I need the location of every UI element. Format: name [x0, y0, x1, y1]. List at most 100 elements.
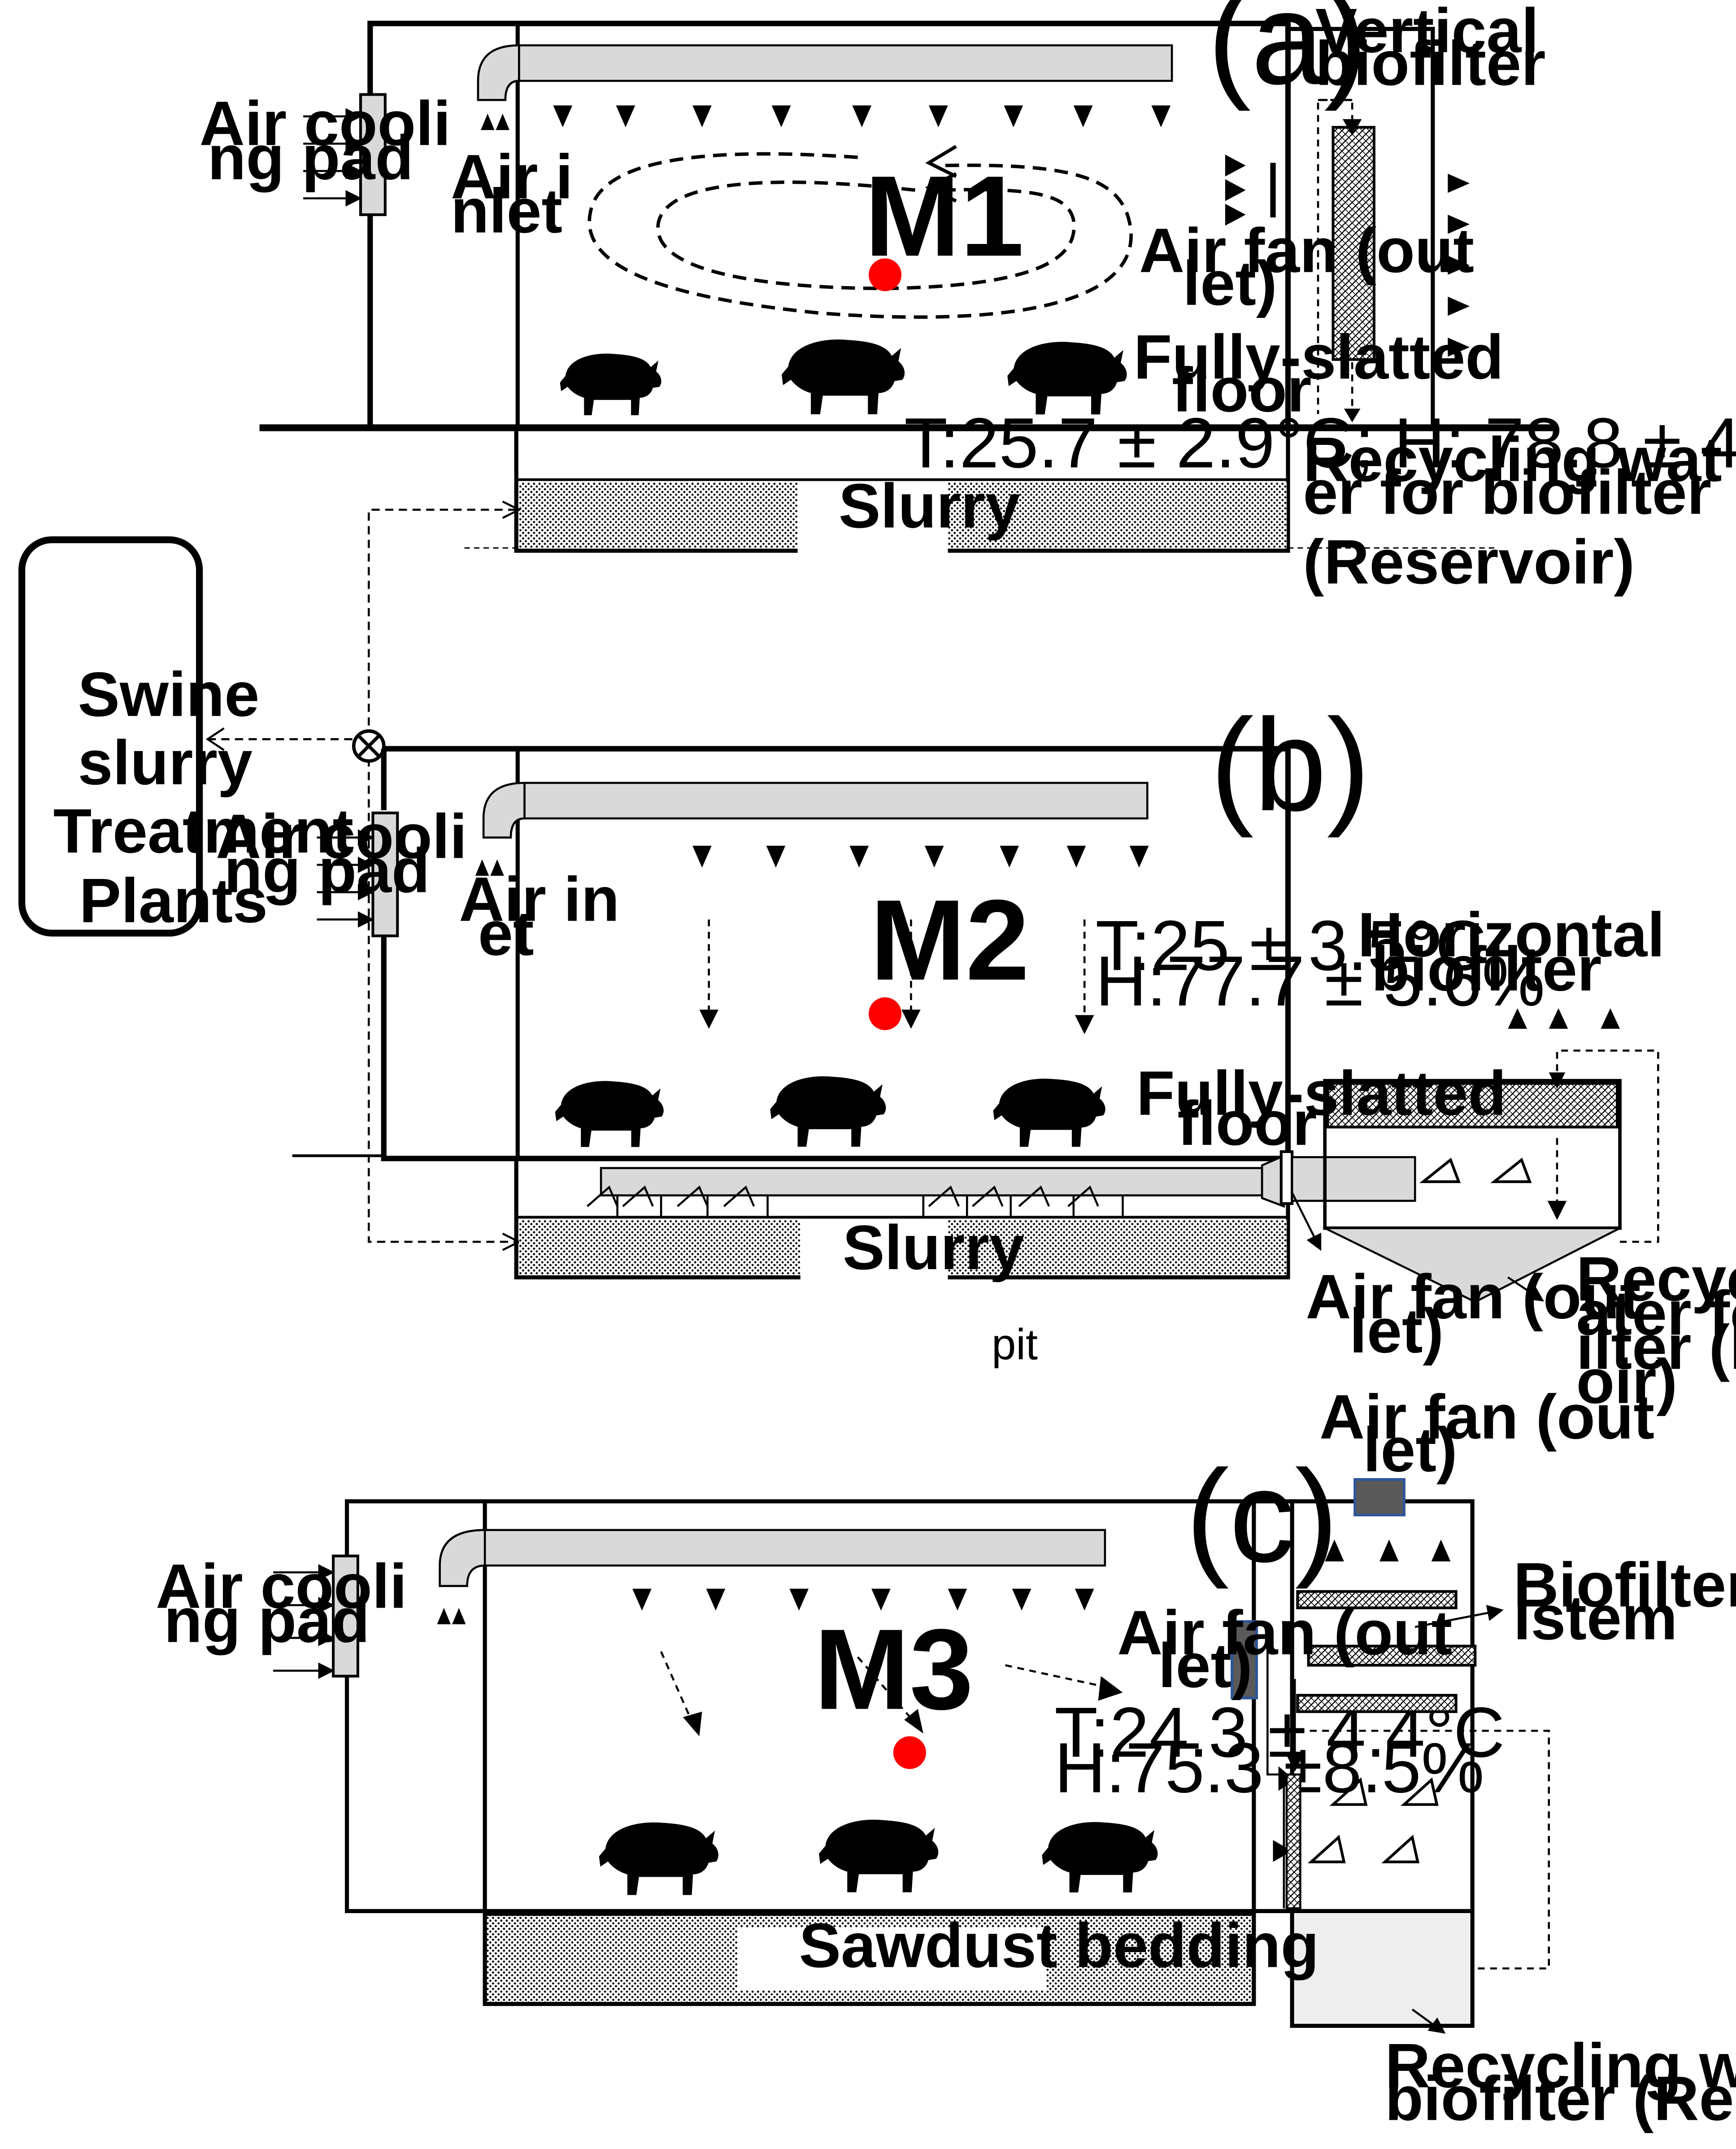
slurry-fill-left	[519, 1220, 801, 1275]
bedding-label-bg	[737, 1927, 1046, 1991]
air-fan-outlet	[1279, 1150, 1294, 1205]
slurry-fill-right	[948, 482, 1287, 548]
label-recycling-b-1: Recycling w	[1576, 1244, 1736, 1314]
air-fan-top	[1353, 1478, 1405, 1517]
label-air-fan-2: let)	[1349, 1296, 1444, 1366]
cooling-pad-arrows	[303, 108, 362, 207]
outer-airflow-loop	[587, 152, 1133, 319]
panel-label-a: (a)	[1207, 0, 1367, 112]
label-air-inlet-2: et	[478, 898, 534, 969]
cooling-pad-arrows	[273, 1564, 335, 1679]
label-biofilter-1: Vertical	[1315, 0, 1539, 65]
label-air-cooling-pad-2: ng pad	[224, 835, 430, 905]
label-slurry-a: Slurry	[839, 470, 1020, 541]
reservoir-tank	[1295, 1914, 1470, 2023]
air-cooling-pad	[371, 811, 399, 937]
air-duct	[483, 1529, 1106, 1567]
measurement-text-c-2: H:75.3 ±8.5%	[1054, 1728, 1484, 1807]
plant-label-1: Swine	[78, 659, 260, 730]
recycle-water-line	[1556, 1049, 1659, 1243]
vertical-filter-strip	[1285, 1773, 1301, 1910]
label-recycling-c-2: biofilter (Reservoir)	[1385, 2063, 1736, 2133]
treatment-plant: Swine slurry Treatment Plants	[18, 536, 353, 937]
exhaust-arrows	[1508, 1008, 1620, 1029]
label-air-cooling-pad-2: ng pad	[164, 1585, 370, 1655]
label-biofilter-pad-2: istem	[1514, 1582, 1678, 1653]
slurry-fill-left	[519, 482, 798, 548]
reservoir-hopper	[1324, 1227, 1621, 1303]
label-air-inlet-1: Air in	[459, 864, 619, 934]
air-fan-outlet	[1270, 163, 1276, 218]
label-recycling-a-1: Recycling wat	[1303, 424, 1722, 495]
airflow-arrows	[660, 1651, 1107, 1721]
air-duct	[523, 782, 1149, 820]
label-recycling-b-4: oir)	[1576, 1346, 1678, 1416]
label-air-cooling-pad-2: ng pad	[208, 122, 413, 193]
duct-elbow	[439, 1529, 486, 1587]
measurement-text-b-1: T:25 ± 3.5°C	[1096, 906, 1487, 985]
biofilter-pad	[1307, 1644, 1477, 1667]
inner-airflow-loop	[656, 180, 1076, 291]
pig-silhouette	[1042, 1822, 1158, 1892]
air-cooling-pad	[332, 1554, 360, 1678]
cooling-pad-arrows	[317, 829, 374, 928]
air-duct	[518, 44, 1173, 82]
label-recycling-a-2: er for biofilter	[1303, 457, 1712, 527]
label-recycling-b-2: ater for biof	[1576, 1278, 1736, 1348]
label-air-cooling-pad-1: Air cooli	[200, 88, 451, 158]
air-fan-side	[1231, 1620, 1258, 1700]
pig-silhouette	[555, 1081, 664, 1147]
measurement-text-a: T:25.7 ± 2.9°C; H: 78.8 ± 4.2%	[904, 403, 1736, 483]
label-air-inlet-2: nlet	[451, 175, 562, 246]
label-air-fan-1: Air fan (out	[1139, 215, 1474, 286]
recycle-water-line	[1297, 1730, 1550, 1970]
barn-outer-wall	[345, 1499, 1256, 1914]
horizontal-biofilter-media	[1326, 1082, 1619, 1129]
plant-label-3: Treatment	[53, 796, 353, 866]
measurement-point-m3	[893, 1736, 926, 1769]
biofilter-pad	[1296, 1694, 1458, 1713]
label-air-inlet-1: Air i	[451, 141, 573, 212]
pig-silhouette	[819, 1819, 939, 1892]
label-air-fan-top-2: let)	[1363, 1414, 1458, 1485]
air-inlet-arrows	[475, 859, 504, 876]
spray-nozzles	[1419, 1157, 1532, 1183]
panel-a: M1 (a) T:25.7 ± 2.9°C; H: 78.8 ± 4.2% Ai…	[200, 0, 1736, 597]
label-floor-1: Fully-slatted	[1134, 322, 1504, 392]
label-reservoir-a: (Reservoir)	[1303, 526, 1635, 597]
biofilter-inlet-duct	[1291, 1156, 1416, 1202]
loop-arrowheads	[925, 145, 957, 203]
label-air-fan-side-1: Air fan (out	[1117, 1597, 1452, 1668]
label-biofilter-2: biofilter	[1315, 28, 1546, 98]
label-floor-1: Fully-slatted	[1136, 1058, 1506, 1128]
air-inlet-arrows	[437, 1608, 466, 1624]
label-slurry-b: Slurry	[843, 1212, 1024, 1283]
duct-transition	[1261, 1154, 1285, 1208]
panel-c: M3 (c) T:24.3 ± 4.4°C H:75.3 ±8.5%	[156, 1382, 1736, 2134]
supply-air-arrows	[553, 105, 1171, 127]
fan-arrows	[1225, 154, 1246, 226]
pig-silhouette	[781, 339, 905, 414]
plant-label-2: slurry	[78, 727, 252, 798]
marker-label-m2: M2	[870, 876, 1029, 1004]
duct-elbow	[477, 44, 520, 101]
duct-nozzles	[587, 1185, 1124, 1218]
plant-label-4: Plants	[79, 865, 268, 935]
downward-airflow-arrows	[699, 919, 1094, 1035]
label-recycling-b-3: ilter (Reserv	[1576, 1312, 1736, 1382]
marker-label-m3: M3	[814, 1605, 973, 1734]
marker-label-m1: M1	[865, 152, 1024, 280]
pig-silhouette	[599, 1822, 718, 1895]
label-air-fan-2: let)	[1183, 248, 1277, 318]
label-bedding: Sawdust bedding	[799, 1910, 1319, 1980]
panel-b: M2 (b) T:25 ± 3.5°C H:77.7 ± 5.6%	[216, 692, 1736, 1417]
duct-elbow	[482, 782, 526, 839]
pit-exhaust-duct	[600, 1167, 1263, 1196]
panel-label-c: (c)	[1186, 1443, 1339, 1590]
panel-label-b: (b)	[1210, 692, 1370, 839]
label-biofilter-2: biofilter	[1371, 934, 1602, 1004]
biofilter-pad	[1296, 1590, 1458, 1610]
exhaust-arrows	[1448, 174, 1470, 357]
